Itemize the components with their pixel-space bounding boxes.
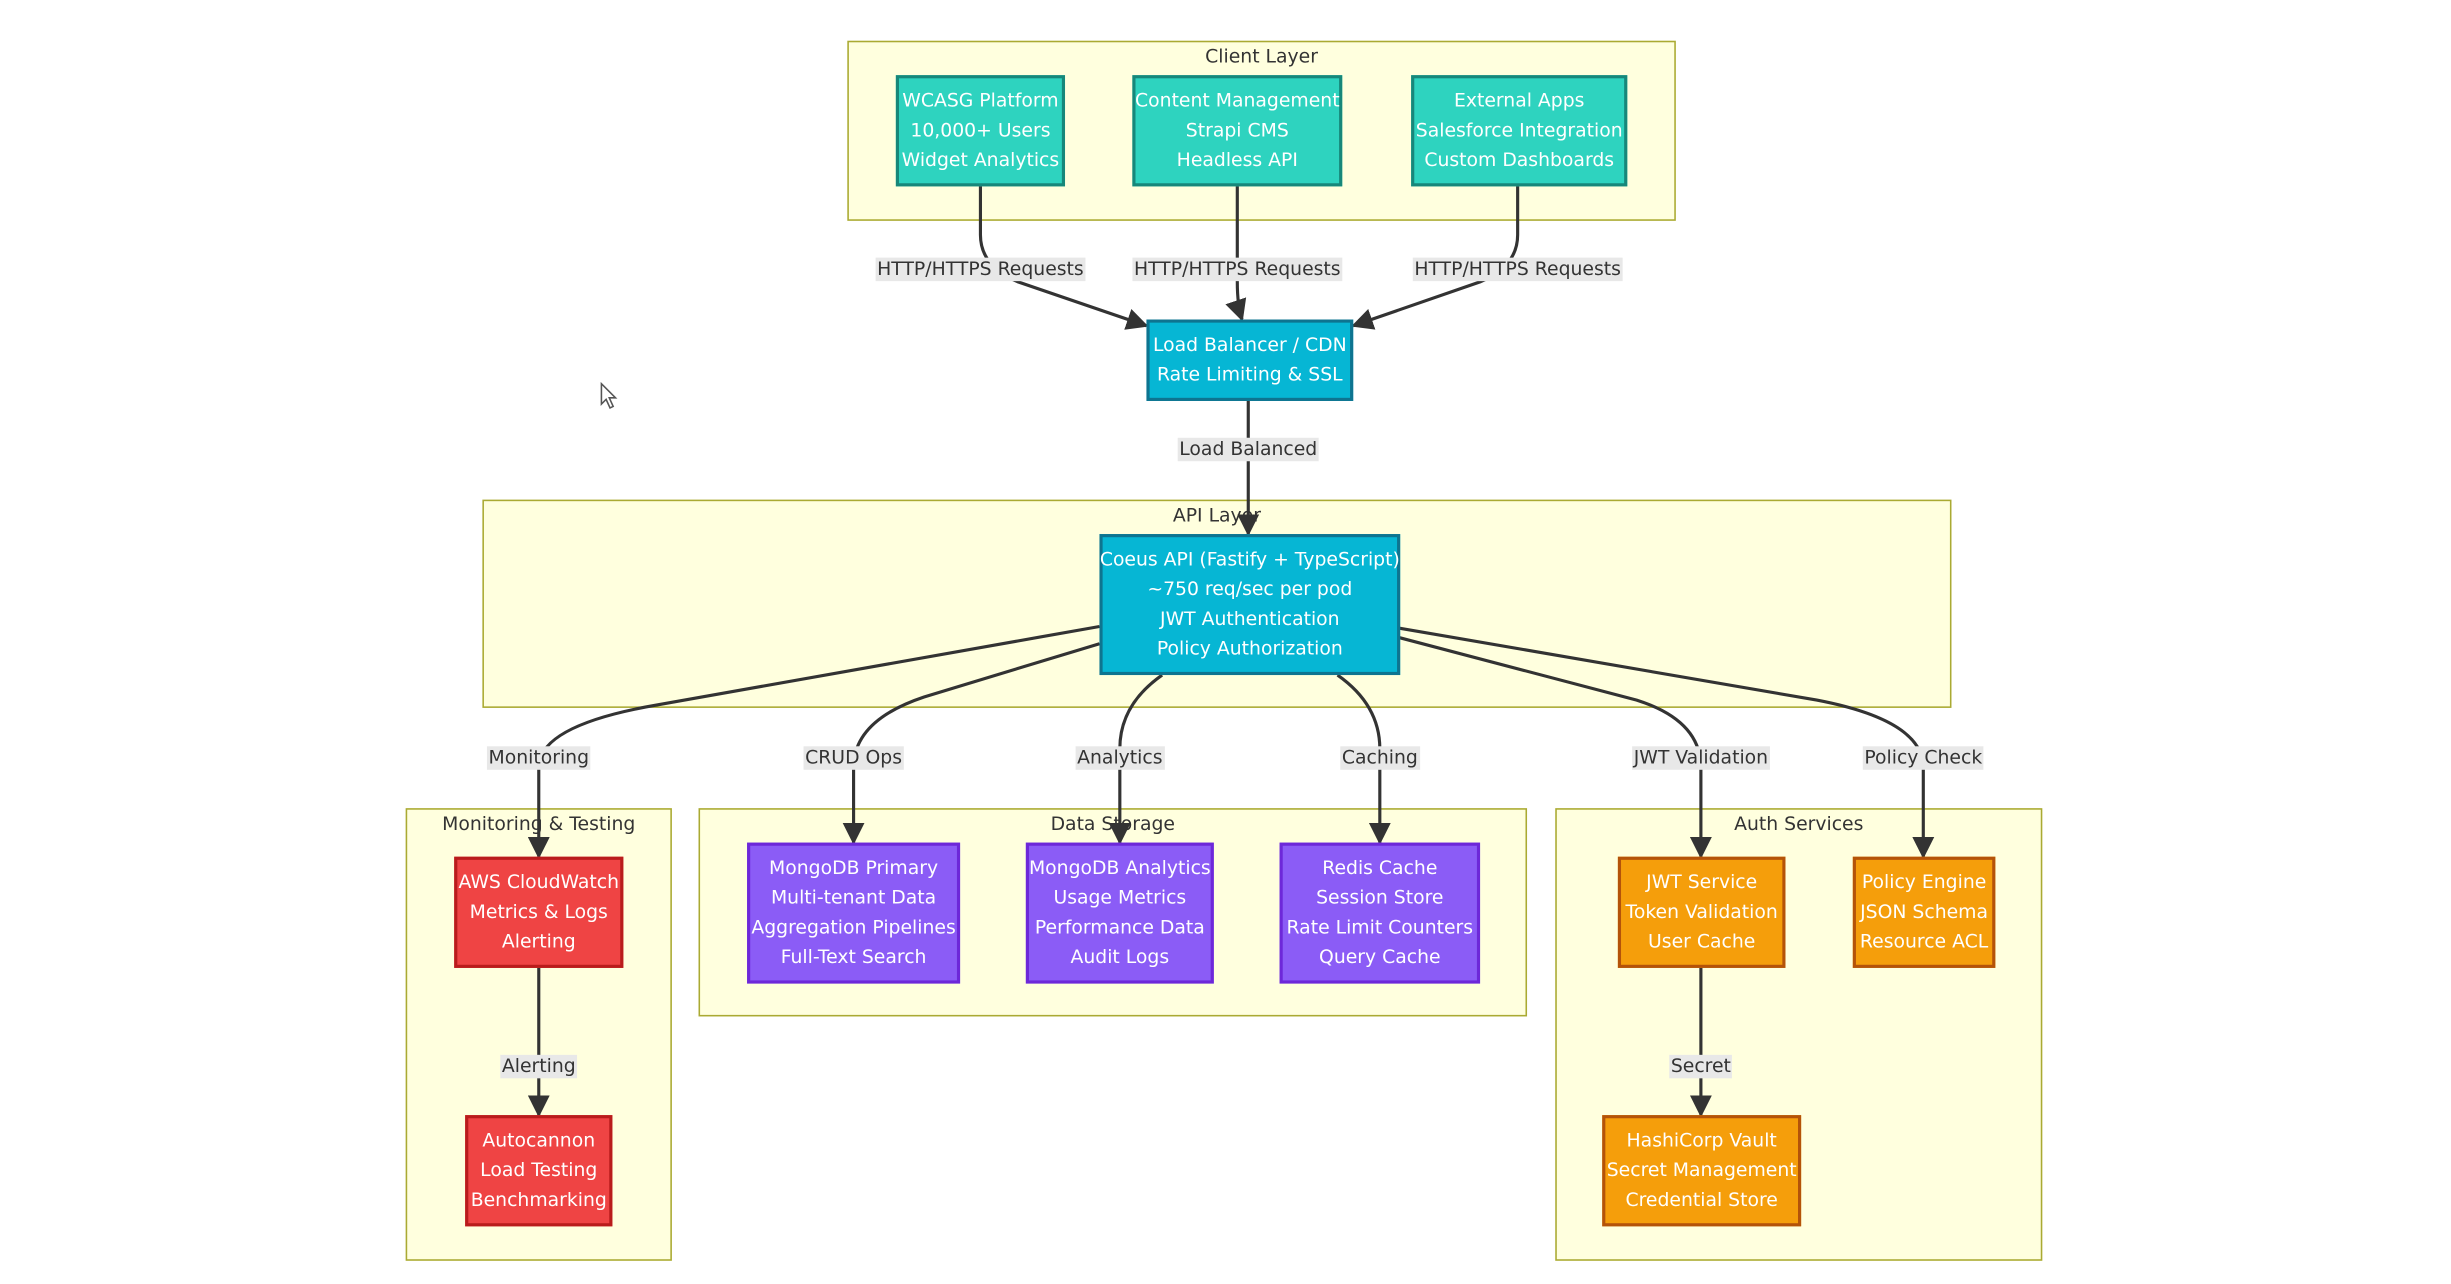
edge-label-http-cms: HTTP/HTTPS Requests: [1132, 257, 1343, 282]
node-line: Widget Analytics: [901, 148, 1060, 171]
mongodb-analytics-node: MongoDB Analytics Usage Metrics Performa…: [1025, 842, 1214, 984]
node-line: 10,000+ Users: [910, 119, 1051, 141]
node-line: User Cache: [1648, 930, 1756, 953]
node-line: MongoDB Analytics: [1028, 856, 1211, 879]
edge-label-http-wcasg: HTTP/HTTPS Requests: [875, 257, 1086, 282]
node-line: Session Store: [1316, 886, 1444, 909]
node-line: JWT Authentication: [1160, 607, 1340, 630]
mongodb-primary-node: MongoDB Primary Multi-tenant Data Aggreg…: [747, 842, 961, 984]
edge-label-monitoring: Monitoring: [486, 746, 591, 770]
autocannon-node: Autocannon Load Testing Benchmarking: [465, 1115, 613, 1227]
node-line: Aggregation Pipelines: [751, 916, 956, 939]
node-line: Credential Store: [1625, 1188, 1778, 1211]
node-line: Strapi CMS: [1185, 119, 1289, 141]
node-line: Policy Authorization: [1156, 637, 1343, 660]
edge-label-policy-check: Policy Check: [1862, 746, 1984, 770]
node-line: Usage Metrics: [1053, 886, 1187, 909]
node-line: Benchmarking: [470, 1188, 607, 1211]
hashicorp-vault-node: HashiCorp Vault Secret Management Creden…: [1602, 1115, 1802, 1227]
node-line: WCASG Platform: [902, 89, 1059, 112]
auth-services-title: Auth Services: [1734, 812, 1864, 835]
jwt-service-node: JWT Service Token Validation User Cache: [1617, 856, 1786, 968]
client-layer-title: Client Layer: [1205, 45, 1318, 68]
edge-api-cloudwatch: [527, 624, 1100, 859]
edge-label-analytics: Analytics: [1075, 746, 1165, 770]
node-line: Salesforce Integration: [1415, 119, 1623, 141]
node-line: Policy Engine: [1861, 870, 1987, 893]
node-line: Load Testing: [480, 1158, 598, 1181]
policy-engine-node: Policy Engine JSON Schema Resource ACL: [1852, 856, 1996, 968]
node-line: Headless API: [1176, 148, 1298, 171]
node-line: Multi-tenant Data: [770, 886, 937, 909]
node-line: Performance Data: [1034, 916, 1205, 939]
edge-api-policy: [1398, 626, 1935, 859]
node-line: JWT Service: [1646, 870, 1758, 893]
node-line: Metrics & Logs: [469, 900, 608, 923]
node-line: External Apps: [1453, 89, 1585, 112]
load-balancer-node: Load Balancer / CDN Rate Limiting & SSL: [1146, 319, 1354, 401]
edge-label-alerting: Alerting: [500, 1054, 578, 1079]
node-line: Alerting: [501, 930, 576, 953]
edge-label-crud: CRUD Ops: [803, 746, 904, 770]
node-line: Audit Logs: [1070, 945, 1170, 968]
edge-external-lb: [1351, 186, 1520, 330]
external-apps-node: External Apps Salesforce Integration Cus…: [1411, 75, 1628, 187]
coeus-api-node: Coeus API (Fastify + TypeScript) ~750 re…: [1099, 534, 1401, 676]
node-line: JSON Schema: [1860, 900, 1988, 923]
redis-cache-node: Redis Cache Session Store Rate Limit Cou…: [1279, 842, 1481, 984]
edge-label-http-external: HTTP/HTTPS Requests: [1412, 257, 1623, 282]
aws-cloudwatch-node: AWS CloudWatch Metrics & Logs Alerting: [454, 856, 624, 968]
node-line: Content Management: [1135, 89, 1340, 112]
edge-api-mongo-primary: [842, 642, 1100, 845]
edge-label-caching: Caching: [1340, 746, 1420, 770]
node-line: ~750 req/sec per pod: [1147, 577, 1353, 600]
edge-label-jwt-validation: JWT Validation: [1632, 746, 1770, 770]
node-line: Full-Text Search: [780, 945, 927, 968]
node-line: AWS CloudWatch: [458, 870, 620, 893]
node-line: Token Validation: [1625, 900, 1778, 923]
edge-wcasg-lb: [978, 186, 1149, 330]
node-line: MongoDB Primary: [769, 856, 939, 879]
wcasg-platform-node: WCASG Platform 10,000+ Users Widget Anal…: [895, 75, 1066, 187]
node-line: Coeus API (Fastify + TypeScript): [1099, 548, 1400, 571]
node-line: Redis Cache: [1322, 856, 1438, 879]
node-line: Autocannon: [482, 1129, 596, 1152]
node-line: Load Balancer / CDN: [1152, 333, 1347, 356]
node-line: Secret Management: [1606, 1158, 1797, 1181]
edge-label-load-balanced: Load Balanced: [1177, 437, 1319, 462]
node-line: HashiCorp Vault: [1626, 1129, 1777, 1152]
edge-label-secret: Secret: [1669, 1054, 1733, 1079]
node-line: Custom Dashboards: [1424, 148, 1615, 171]
node-line: Rate Limiting & SSL: [1156, 363, 1343, 386]
node-line: Rate Limit Counters: [1286, 916, 1474, 939]
edge-cms-lb: [1225, 186, 1247, 322]
mouse-pointer-icon: [600, 382, 618, 410]
content-management-node: Content Management Strapi CMS Headless A…: [1132, 75, 1343, 187]
node-line: Resource ACL: [1859, 930, 1989, 953]
node-line: Query Cache: [1319, 945, 1441, 968]
